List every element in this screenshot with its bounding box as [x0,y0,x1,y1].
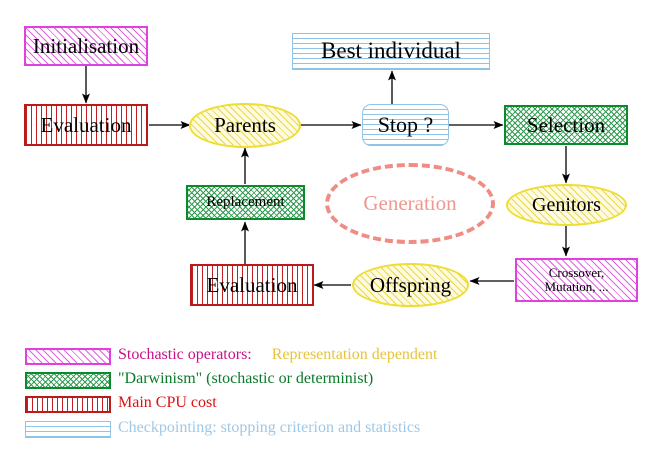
legend-text-darwinism: "Darwinism" (stochastic or determinist) [118,370,373,388]
node-evaluation-top[interactable]: Evaluation [24,104,148,146]
legend-text-cpu: Main CPU cost [118,394,217,412]
legend-label-cpu: Main CPU cost [118,394,217,411]
legend-swatch-checkpointing [25,421,111,438]
legend-swatch-cpu [25,396,111,413]
node-initialisation-label: Initialisation [32,33,140,58]
node-selection[interactable]: Selection [504,105,628,145]
node-generation-label: Generation [363,191,457,215]
legend-swatch-stochastic [25,348,111,365]
node-genitors[interactable]: Genitors [506,184,627,226]
node-evaluation-bottom[interactable]: Evaluation [190,264,314,306]
node-genitors-label: Genitors [532,193,601,216]
node-parents[interactable]: Parents [189,103,301,148]
node-offspring-label: Offspring [369,272,452,297]
legend-label-stochastic-primary: Stochastic operators: [118,346,252,363]
node-crossover-mutation[interactable]: Crossover, Mutation, ... [515,258,638,302]
node-stop-label: Stop ? [377,112,434,138]
node-parents-label: Parents [214,113,276,138]
node-stop[interactable]: Stop ? [362,104,449,146]
legend-swatch-darwinism [25,372,111,389]
node-generation-annotation: Generation [325,163,495,244]
node-offspring[interactable]: Offspring [352,263,469,307]
legend-text-stochastic: Stochastic operators: Representation dep… [118,346,437,364]
node-initialisation[interactable]: Initialisation [24,26,148,66]
legend-label-darwinism: "Darwinism" (stochastic or determinist) [118,370,374,387]
node-replacement-label: Replacement [206,193,285,210]
node-replacement[interactable]: Replacement [186,185,305,220]
legend-text-checkpointing: Checkpointing: stopping criterion and st… [118,419,420,437]
node-best-individual-label: Best individual [321,38,461,64]
node-evaluation-top-label: Evaluation [40,112,132,137]
node-selection-label: Selection [526,112,606,137]
node-evaluation-bottom-label: Evaluation [206,272,298,297]
node-crossover-mutation-label: Crossover, Mutation, ... [544,265,609,294]
node-best-individual[interactable]: Best individual [292,33,490,70]
legend-label-checkpointing: Checkpointing: stopping criterion and st… [118,419,421,436]
legend-label-stochastic-secondary: Representation dependent [271,346,438,363]
